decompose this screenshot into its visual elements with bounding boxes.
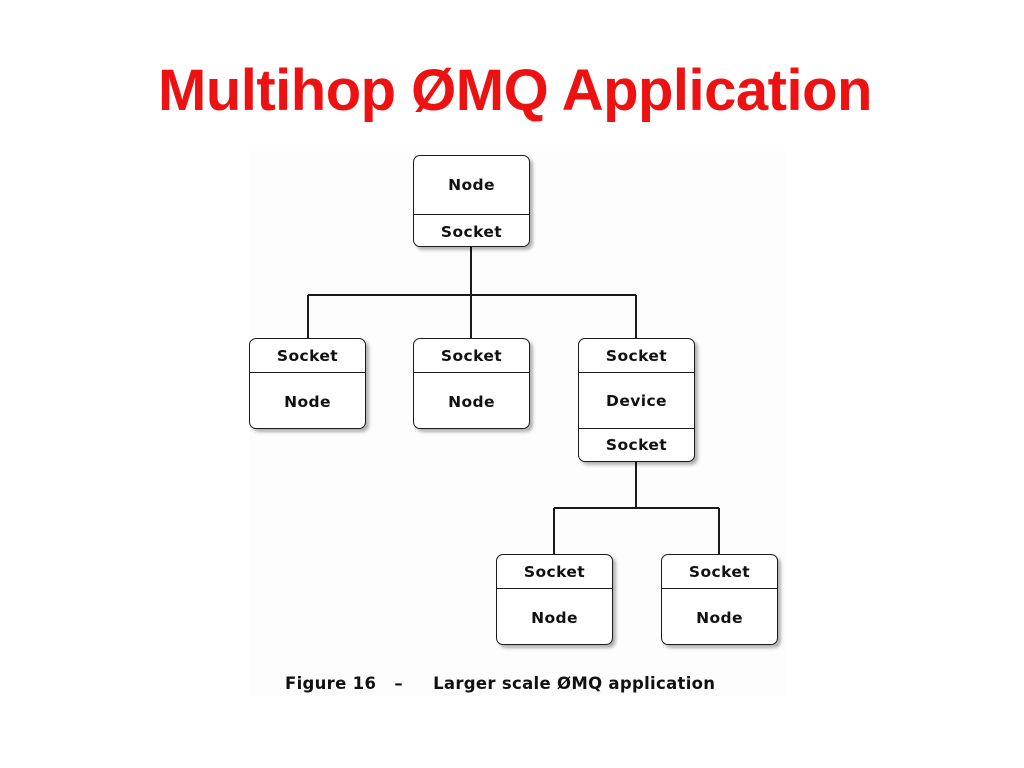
connector-lines [307, 246, 720, 554]
page-title: Multihop ØMQ Application [158, 58, 872, 123]
node-root-cell-socket: Socket [414, 214, 529, 246]
node-leaf-right[interactable]: Socket Node [661, 554, 778, 645]
node-child-left[interactable]: Socket Node [249, 338, 366, 429]
node-root-cell-node: Node [448, 176, 495, 194]
figure-diagram: Node Socket Socket Node Socket Node Sock… [249, 150, 786, 696]
figure-caption: Figure 16 – Larger scale ØMQ application [285, 674, 716, 693]
node-device[interactable]: Socket Device Socket [578, 338, 695, 462]
node-leaf-left-cell-socket: Socket [523, 562, 586, 581]
node-child-middle-cell-node: Node [414, 372, 529, 428]
node-child-middle[interactable]: Socket Node [413, 338, 530, 429]
node-root[interactable]: Node Socket [413, 155, 530, 247]
node-leaf-right-cell-socket: Socket [688, 562, 751, 581]
node-leaf-right-cell-node: Node [662, 588, 777, 644]
node-child-left-cell-node: Node [250, 372, 365, 428]
node-device-cell-socket-top: Socket [605, 346, 668, 365]
node-device-cell-device: Device [579, 372, 694, 428]
node-leaf-left[interactable]: Socket Node [496, 554, 613, 645]
node-leaf-left-cell-node: Node [497, 588, 612, 644]
node-device-cell-socket-bottom: Socket [579, 428, 694, 461]
node-child-left-cell-socket: Socket [276, 346, 339, 365]
node-child-middle-cell-socket: Socket [440, 346, 503, 365]
